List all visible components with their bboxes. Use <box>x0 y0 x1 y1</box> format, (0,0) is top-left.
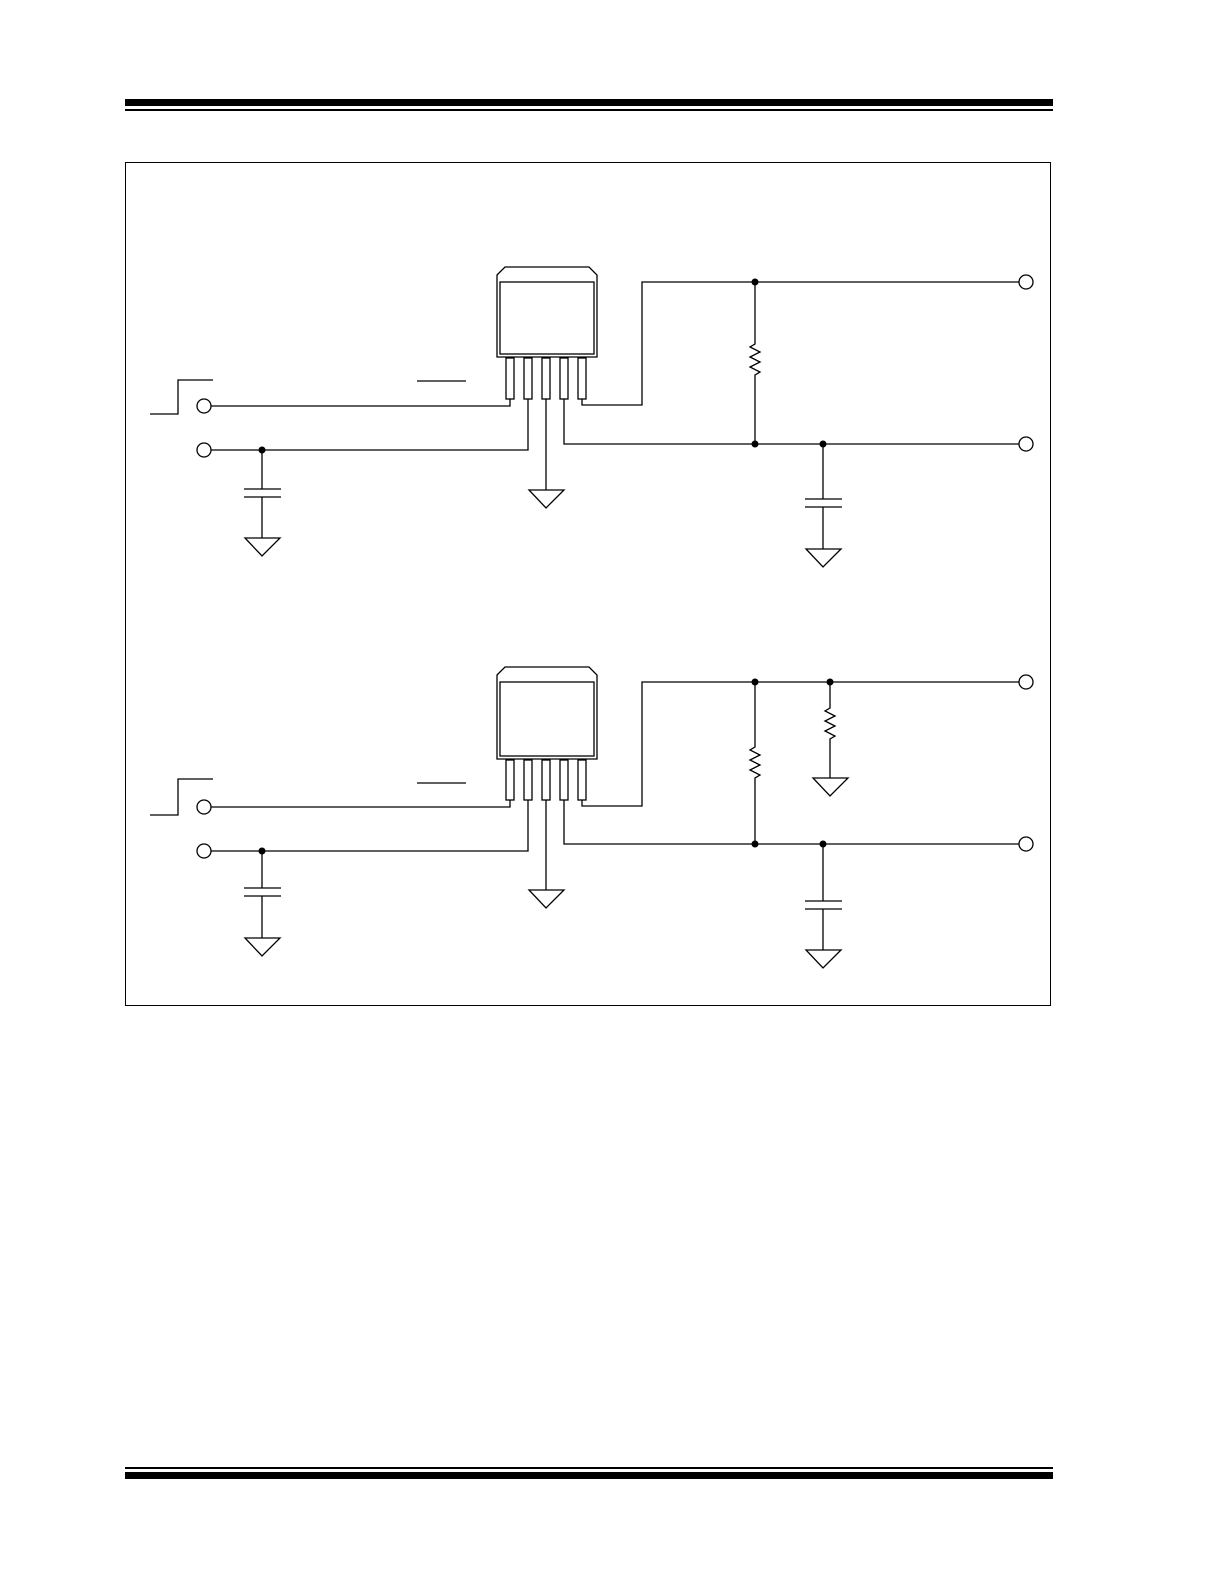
regulator-pin-3 <box>541 759 551 801</box>
vout-output-terminal <box>1018 674 1034 690</box>
input-capacitor-lower <box>244 851 281 938</box>
vout-output-terminal <box>1018 274 1034 290</box>
footer-rule-thick <box>125 1472 1053 1479</box>
junction-dot <box>258 446 266 454</box>
shutdown-input-terminal <box>196 398 212 414</box>
regulator-pin-1 <box>505 357 515 400</box>
junction-dot <box>826 678 834 686</box>
ground-icon <box>243 937 282 957</box>
circuit-upper <box>150 266 1034 568</box>
ground-icon <box>527 889 566 909</box>
figure-frame <box>125 162 1051 1006</box>
junction-dot <box>819 840 827 848</box>
circuit-lower <box>150 666 1034 969</box>
junction-dot <box>751 278 759 286</box>
junction-dot <box>751 440 759 448</box>
vin-input-terminal <box>196 442 212 458</box>
regulator-pin-4 <box>559 759 569 801</box>
footer-rule-thin <box>125 1467 1053 1469</box>
return-output-terminal <box>1018 836 1034 852</box>
regulator-pin-5 <box>577 759 587 801</box>
shutdown-step-symbol <box>150 778 213 816</box>
input-capacitor-upper <box>244 450 281 538</box>
regulator-pin-1 <box>505 759 515 801</box>
regulator-package-upper <box>496 266 598 400</box>
resistor-upper <box>748 282 762 444</box>
regulator-pin-4 <box>559 357 569 400</box>
resistor-lower-divider <box>748 682 762 844</box>
header-rule-thick <box>125 99 1053 106</box>
output-capacitor-upper <box>805 444 842 549</box>
output-capacitor-lower <box>805 844 842 950</box>
junction-dot <box>258 847 266 855</box>
ground-icon <box>811 777 850 797</box>
regulator-pin-2 <box>523 357 533 400</box>
shutdown-step-symbol <box>150 379 213 415</box>
shutdown-input-terminal <box>196 799 212 815</box>
junction-dot <box>751 678 759 686</box>
ground-icon <box>804 949 843 969</box>
ground-icon <box>243 537 282 557</box>
vin-input-terminal <box>196 843 212 859</box>
regulator-pin-5 <box>577 357 587 400</box>
junction-dot <box>751 840 759 848</box>
return-output-terminal <box>1018 436 1034 452</box>
regulator-package-lower <box>496 666 598 801</box>
resistor-lower-to-ground <box>823 682 837 778</box>
header-rule-thin <box>125 109 1053 111</box>
ground-icon <box>527 489 566 509</box>
ground-icon <box>804 548 843 568</box>
regulator-pin-3 <box>541 357 551 400</box>
regulator-pin-2 <box>523 759 533 801</box>
junction-dot <box>819 440 827 448</box>
